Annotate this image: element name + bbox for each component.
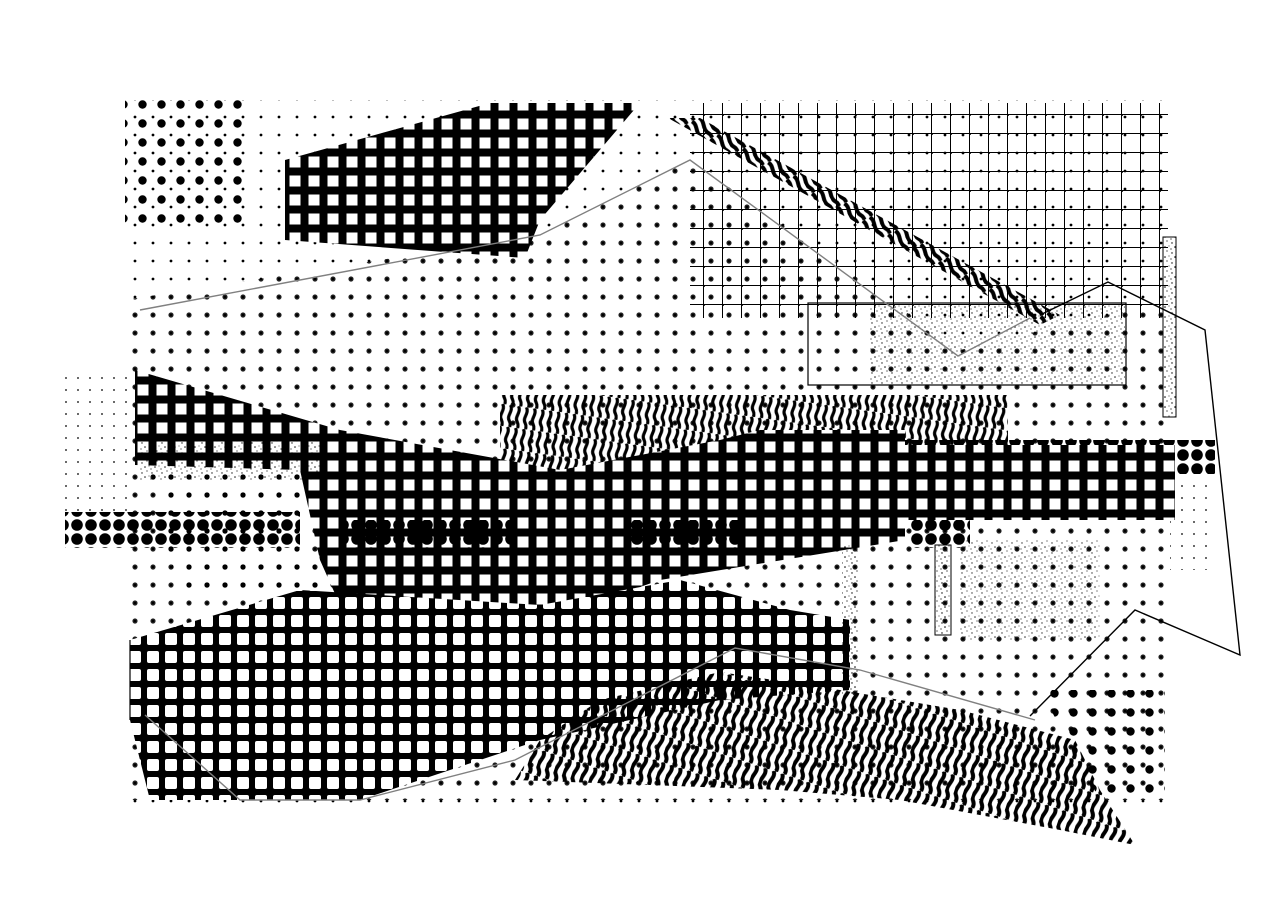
stipple-patch-lower-right bbox=[960, 540, 1100, 640]
thin-grid-top-right bbox=[690, 103, 1168, 318]
stipple-patch-left-mid bbox=[140, 440, 320, 480]
wave-band-diagonal bbox=[668, 118, 1060, 325]
stipple-strip-vertical-mid bbox=[934, 544, 952, 636]
dot-band-bold-left bbox=[65, 512, 300, 548]
hairline-polyline-top bbox=[139, 159, 1031, 357]
dot-field-lower-right bbox=[1040, 690, 1165, 800]
dot-field-topleft-large bbox=[125, 100, 250, 225]
dot-field-right-small bbox=[1170, 480, 1215, 570]
stipple-strip-vertical-right bbox=[1162, 236, 1177, 418]
stipple-patch-right bbox=[870, 305, 1125, 385]
outline-polyline-right bbox=[1029, 281, 1241, 717]
wave-blob-bottom bbox=[515, 672, 1135, 845]
dot-band-over-grid-2 bbox=[625, 520, 740, 548]
bold-grid-top bbox=[285, 103, 640, 258]
dot-field-left-strip bbox=[65, 370, 135, 520]
bold-grid-right-band bbox=[905, 445, 1175, 520]
outline-rect-right bbox=[807, 302, 1127, 386]
medium-grid-bottom-left bbox=[130, 580, 850, 800]
hairline-polyline-bottom bbox=[144, 647, 1036, 801]
bold-grid-middle bbox=[135, 370, 905, 615]
stipple-strip-vertical-center bbox=[842, 545, 858, 695]
dot-band-over-grid-1 bbox=[340, 520, 515, 548]
